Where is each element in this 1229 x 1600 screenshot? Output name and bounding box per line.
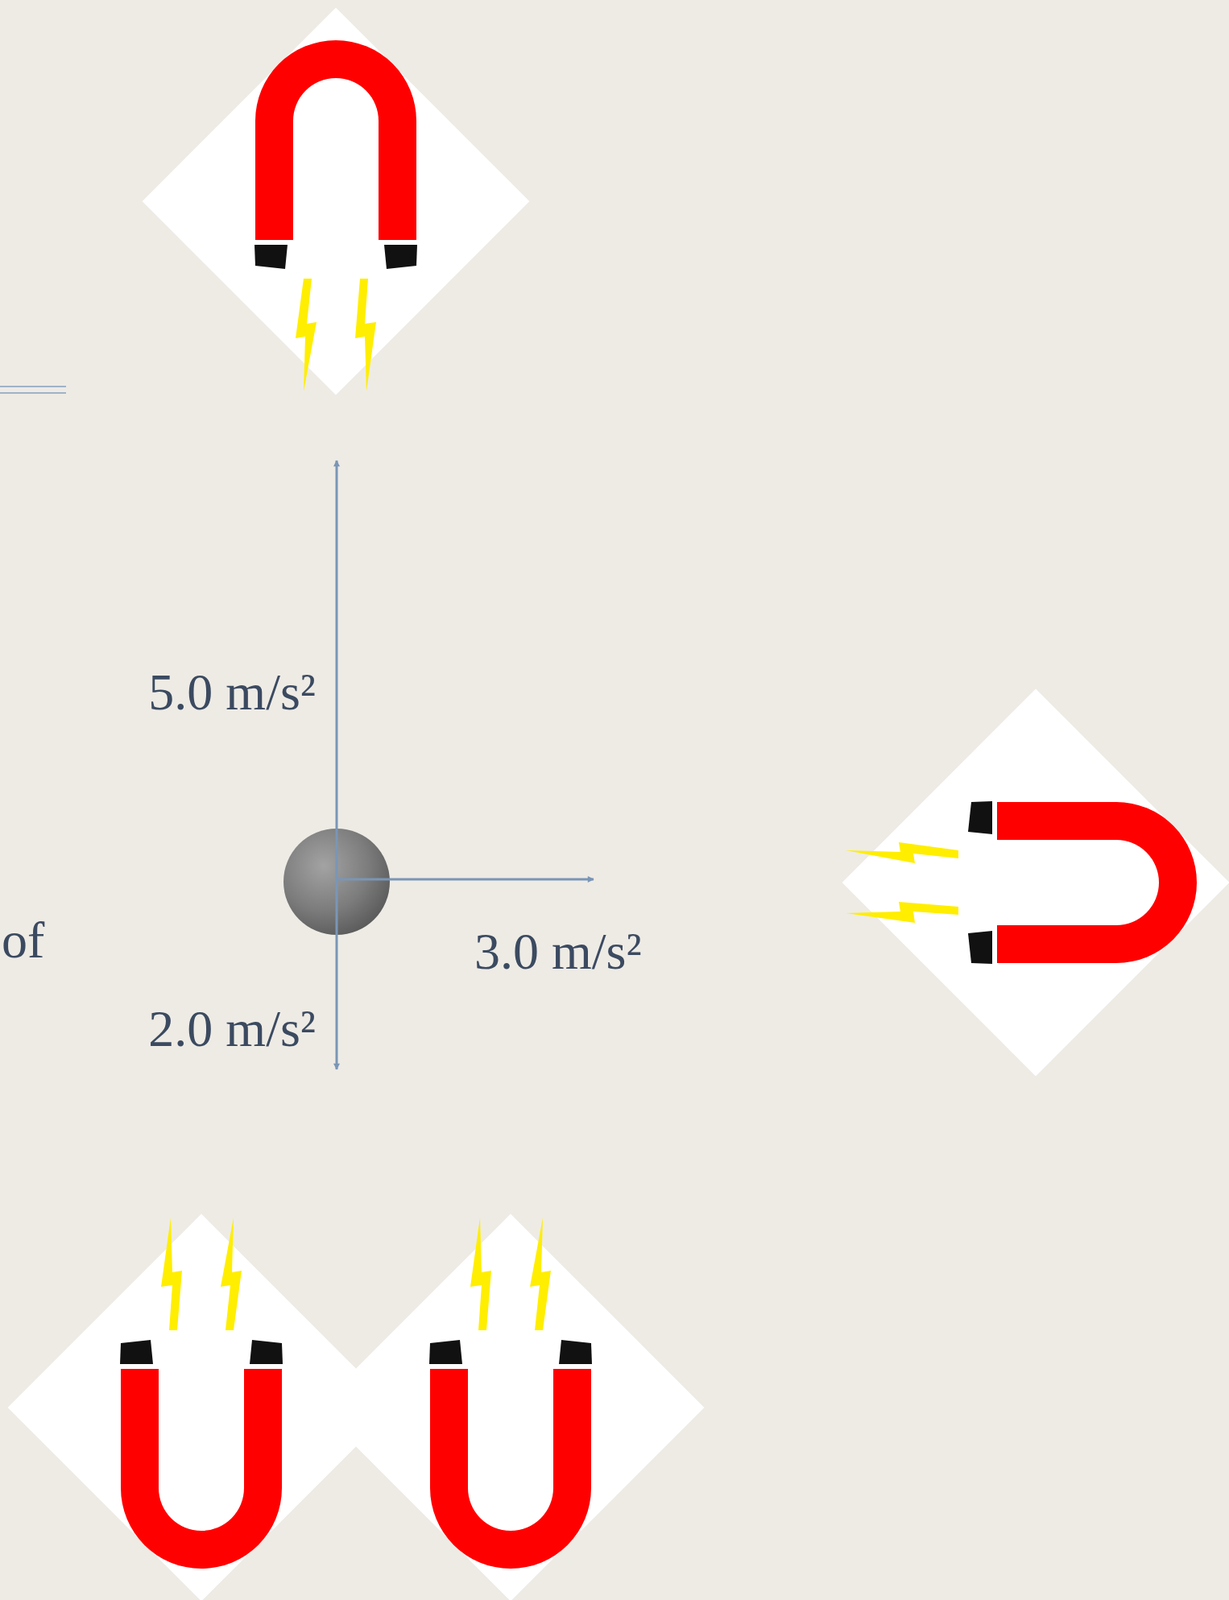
acceleration-arrow xyxy=(335,881,339,1070)
acceleration-arrow xyxy=(335,460,339,882)
horseshoe-magnet xyxy=(142,8,530,396)
label-container: 3.0 m/s² xyxy=(474,926,642,978)
horseshoe-magnet xyxy=(842,689,1229,1077)
label-container: 2.0 m/s² xyxy=(148,1003,316,1056)
label-container: 5.0 m/s² xyxy=(148,666,316,719)
acceleration-label: 2.0 m/s² xyxy=(148,1000,316,1058)
acceleration-arrow xyxy=(336,878,594,882)
body-text: of xyxy=(1,911,45,969)
label-container: of xyxy=(1,914,45,967)
horseshoe-magnet xyxy=(317,1214,705,1600)
header-rule xyxy=(0,386,67,394)
acceleration-label: 3.0 m/s² xyxy=(474,922,642,981)
acceleration-label: 5.0 m/s² xyxy=(148,663,316,721)
